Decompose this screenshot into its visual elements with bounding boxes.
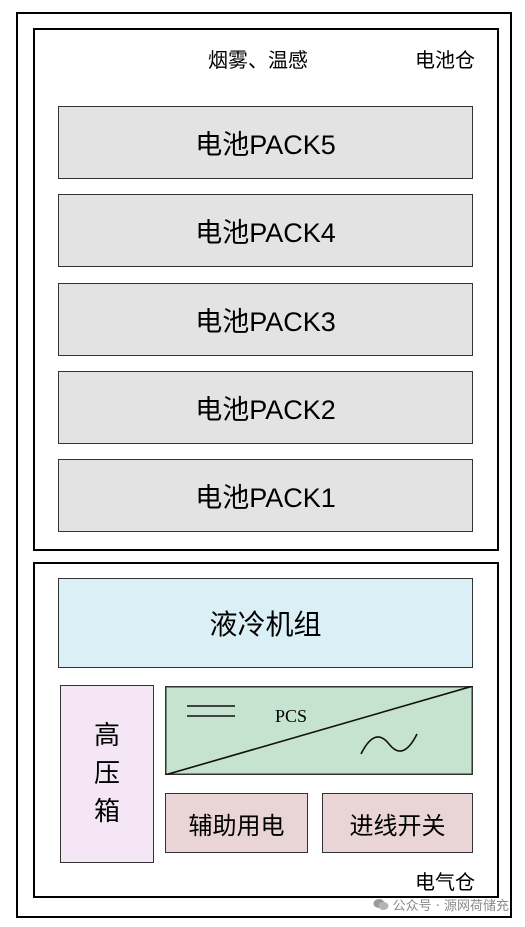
auxiliary-power: 辅助用电 bbox=[165, 793, 308, 853]
electrical-compartment-title: 电气仓 bbox=[415, 870, 475, 894]
battery-pack-4: 电池PACK4 bbox=[58, 194, 473, 267]
battery-pack-2: 电池PACK2 bbox=[58, 371, 473, 444]
incoming-line-switch: 进线开关 bbox=[322, 793, 473, 853]
pcs-label: PCS bbox=[275, 706, 307, 726]
watermark-text: 公众号 · 源网荷储充 bbox=[392, 899, 509, 914]
high-voltage-box-label: 高压箱 bbox=[93, 721, 120, 827]
ac-wave-icon bbox=[360, 733, 418, 755]
battery-pack-5: 电池PACK5 bbox=[58, 106, 473, 179]
watermark: 公众号 · 源网荷储充 bbox=[373, 895, 509, 914]
liquid-cooling-unit: 液冷机组 bbox=[58, 578, 473, 668]
battery-pack-1: 电池PACK1 bbox=[58, 459, 473, 532]
pcs-diagonal-line bbox=[164, 685, 474, 776]
battery-pack-3: 电池PACK3 bbox=[58, 283, 473, 356]
smoke-temperature-sensor-label: 烟雾、温感 bbox=[208, 48, 308, 72]
pcs-converter: PCS bbox=[164, 685, 474, 776]
high-voltage-box: 高压箱 bbox=[60, 685, 154, 863]
battery-compartment-title: 电池仓 bbox=[415, 48, 475, 72]
pcs-converter-graphic: PCS bbox=[164, 685, 474, 776]
wechat-icon bbox=[373, 899, 389, 910]
